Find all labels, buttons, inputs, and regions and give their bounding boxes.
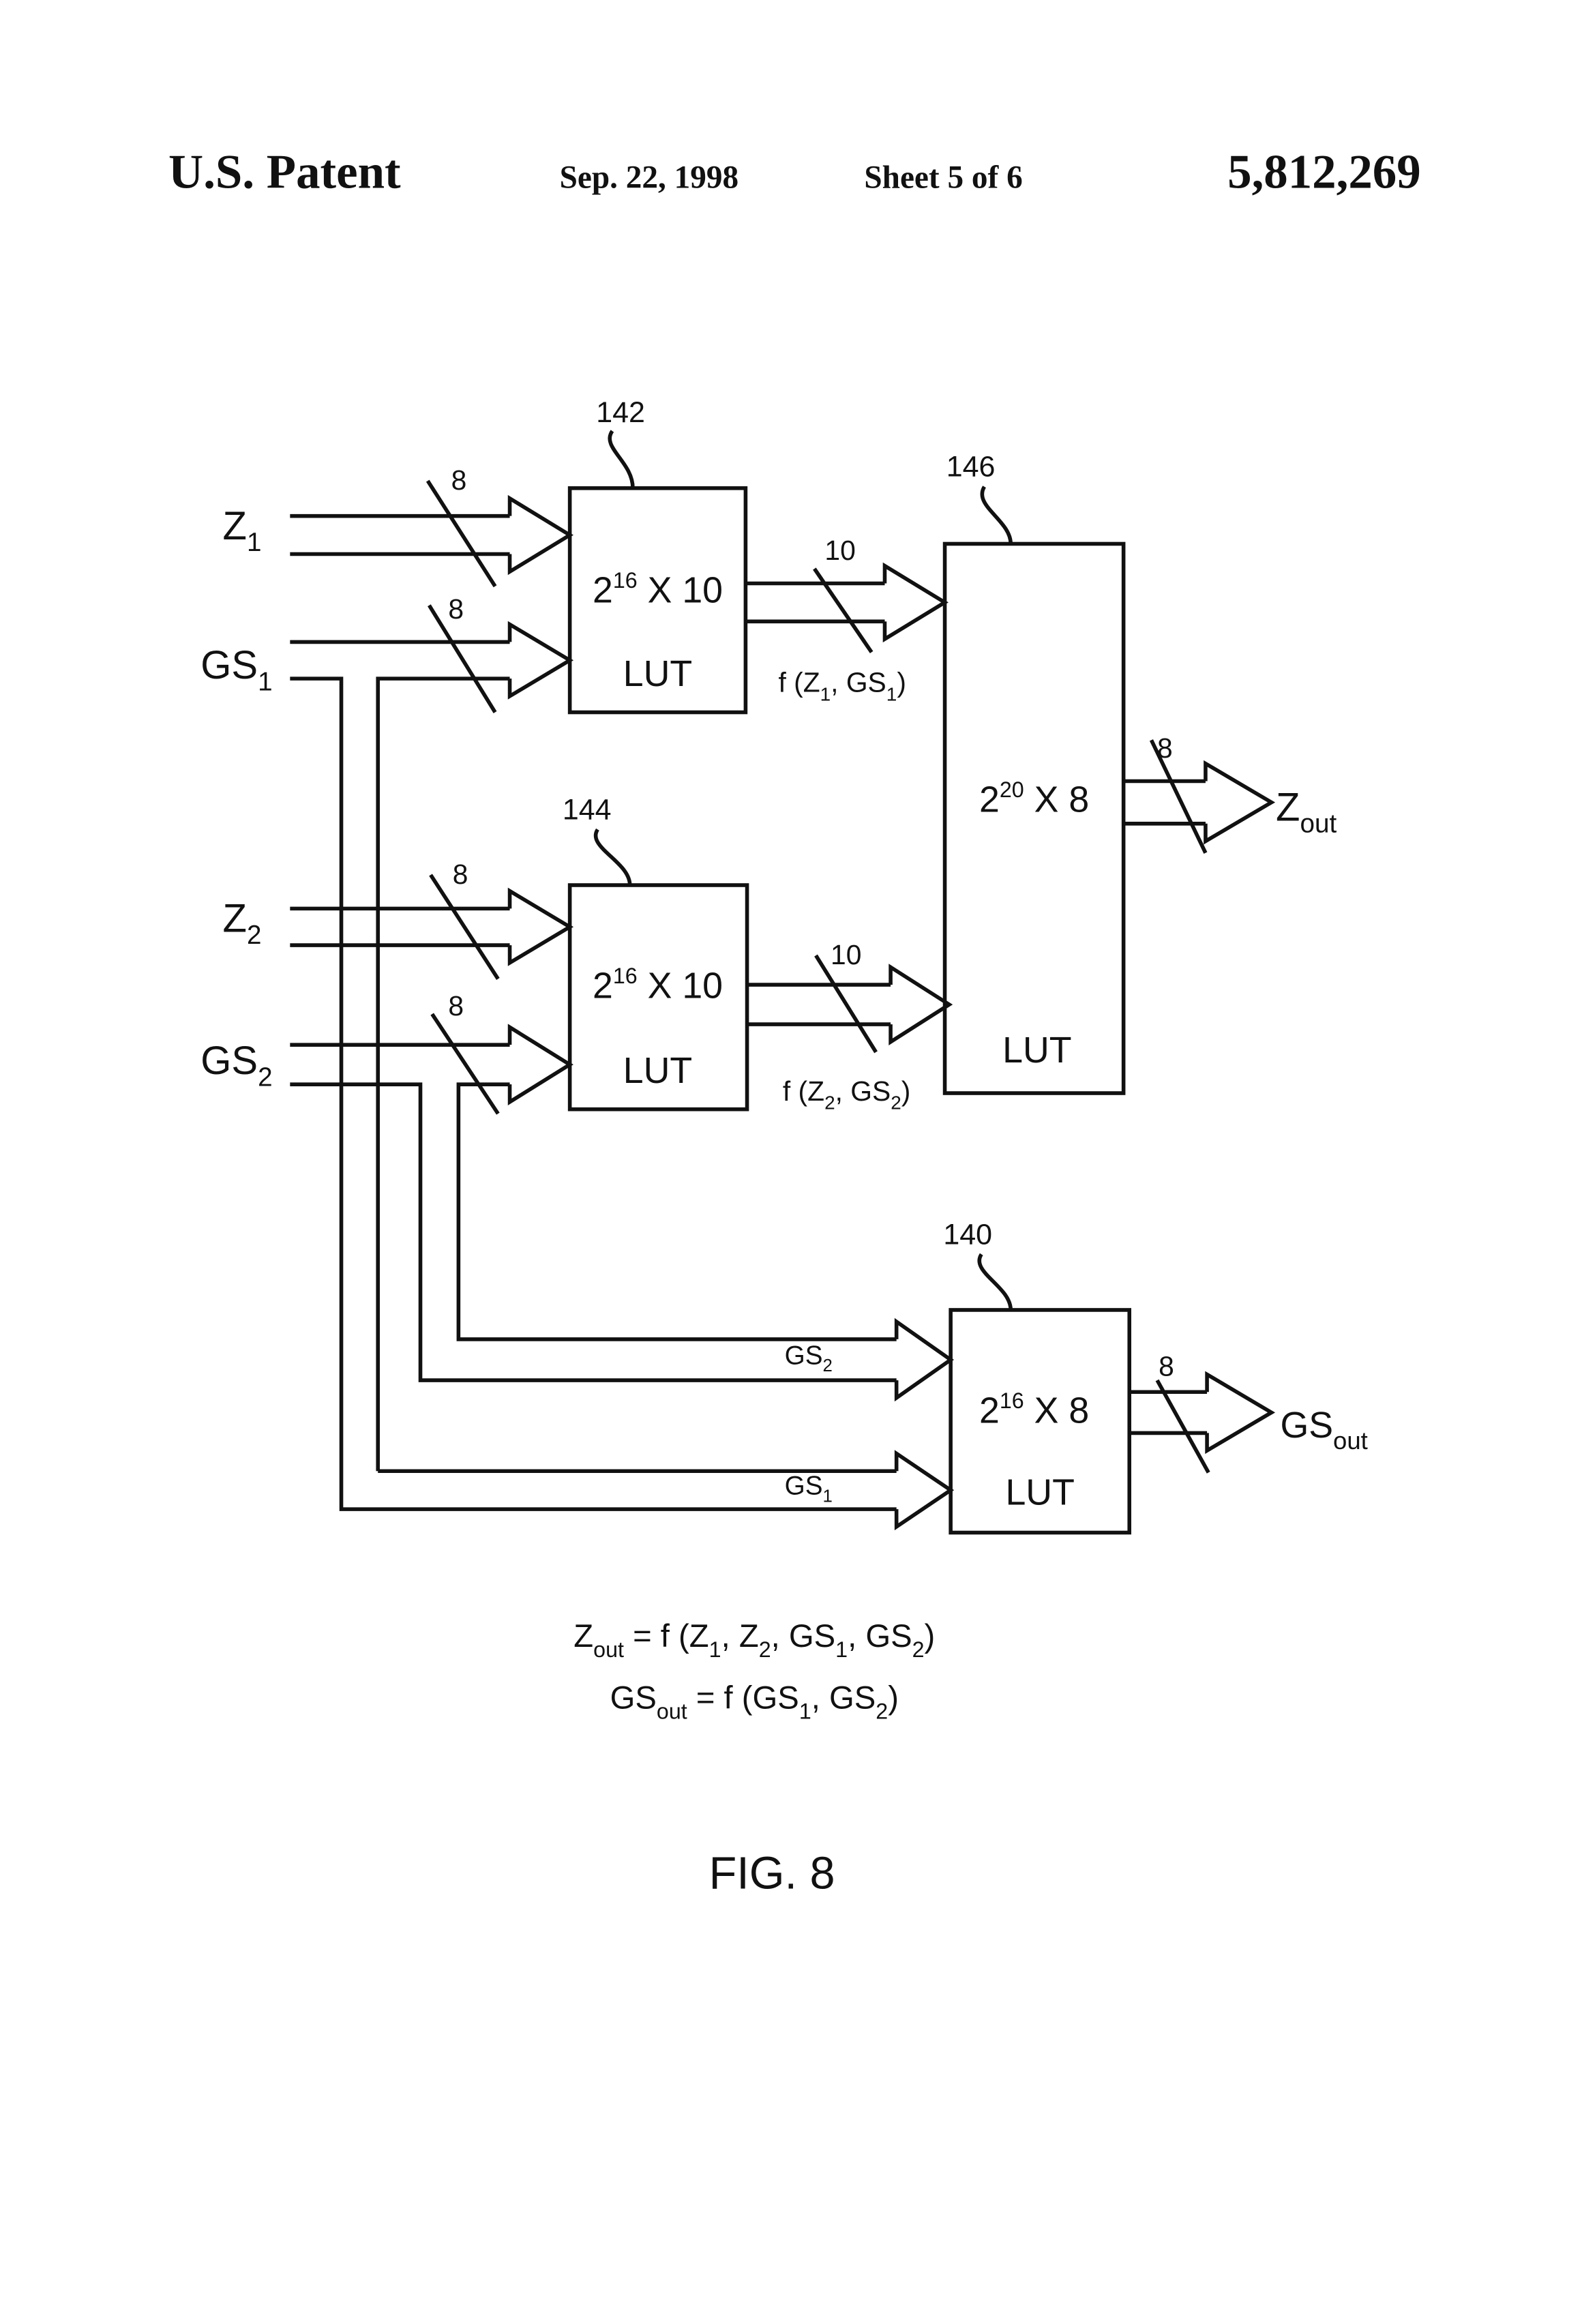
signal-gs1-bottom: GS1 — [785, 1472, 833, 1506]
output-gsout-label: GSout — [1280, 1405, 1367, 1455]
bus-width-gs2: 8 — [448, 990, 464, 1022]
gs2-bus-line — [458, 1084, 896, 1339]
out144-arrowhead — [891, 967, 949, 1042]
equation-zout: Zout = f (Z1, Z2, GS1, GS2) — [573, 1618, 935, 1662]
lut-144-type: LUT — [623, 1050, 692, 1091]
input-gs2-label: GS2 — [200, 1039, 272, 1092]
gs1-arrowhead — [510, 625, 570, 696]
ref-146: 146 — [946, 451, 996, 483]
signal-f-z1-gs1: f (Z1, GS1) — [778, 666, 906, 704]
lut-144-size: 216 X 10 — [593, 964, 723, 1006]
zout-width-slash — [1151, 740, 1205, 852]
lut-146-size: 220 X 8 — [979, 777, 1089, 820]
z2-arrowhead — [510, 891, 570, 963]
input-z2-label: Z2 — [223, 897, 262, 950]
header-patent-number: 5,812,269 — [1227, 145, 1421, 198]
ref-146-leader — [982, 487, 1011, 544]
header-us-patent: U.S. Patent — [168, 145, 401, 198]
gs1-bus-line — [378, 679, 509, 1471]
header-sheet: Sheet 5 of 6 — [864, 160, 1022, 195]
ref-142: 142 — [596, 396, 645, 429]
zout-arrowhead — [1206, 764, 1272, 841]
bus-width-z2: 8 — [453, 859, 468, 890]
gs2-to-140-arrowhead — [897, 1322, 951, 1398]
lut-142-type: LUT — [623, 653, 692, 694]
header-date: Sep. 22, 1998 — [560, 160, 739, 195]
bus-width-z1: 8 — [451, 464, 467, 496]
bus-width-gsout: 8 — [1159, 1351, 1174, 1382]
bus-width-gs1: 8 — [448, 593, 464, 625]
signal-f-z2-gs2: f (Z2, GS2) — [783, 1075, 910, 1114]
ref-140-leader — [979, 1254, 1011, 1310]
out142-arrowhead — [884, 566, 944, 639]
lut-140-size: 216 X 8 — [979, 1388, 1089, 1431]
z2-width-slash — [431, 875, 498, 979]
gs2-arrowhead — [510, 1027, 570, 1102]
gsout-arrowhead — [1207, 1374, 1272, 1450]
gs2-bus-line — [290, 1084, 896, 1380]
signal-gs2-bottom: GS2 — [785, 1341, 833, 1375]
bus-width-out144: 10 — [831, 939, 861, 970]
gsout-width-slash — [1157, 1380, 1208, 1472]
input-z1-label: Z1 — [223, 505, 262, 557]
bus-width-out142: 10 — [824, 535, 855, 566]
z1-arrowhead — [510, 498, 570, 571]
ref-144: 144 — [563, 793, 612, 826]
lut-142-size: 216 X 10 — [593, 568, 723, 610]
ref-142-leader — [610, 431, 633, 488]
equation-gsout: GSout = f (GS1, GS2) — [610, 1680, 899, 1723]
z1-width-slash — [428, 481, 495, 586]
lut-146-type: LUT — [1002, 1030, 1071, 1071]
input-gs1-label: GS1 — [200, 644, 272, 696]
ref-140: 140 — [943, 1218, 992, 1251]
lut-140-type: LUT — [1005, 1472, 1074, 1513]
gs1-to-140-arrowhead — [897, 1453, 951, 1526]
figure-label: FIG. 8 — [709, 1848, 835, 1898]
out142-width-slash — [814, 569, 871, 652]
gs2-width-slash — [432, 1014, 498, 1114]
output-zout-label: Zout — [1276, 786, 1337, 838]
ref-144-leader — [596, 829, 630, 885]
